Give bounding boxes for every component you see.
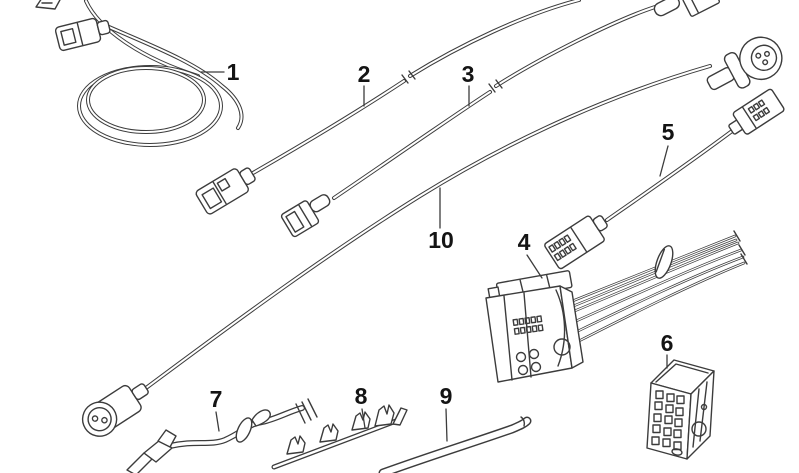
part-label-7: 7: [210, 386, 223, 412]
antenna-plug-icon: [195, 167, 256, 215]
part-3-cable-drawing: [280, 0, 721, 238]
pin-field-icon: [512, 315, 544, 335]
fakra-connector-icon: [81, 383, 149, 437]
plug-ferrule-icon: [653, 0, 681, 17]
leader-lines: [200, 71, 669, 442]
plug-body-icon: [682, 0, 721, 17]
part-labels: 1 2 3 4 5 6 7 8 9 10: [210, 59, 675, 412]
antenna-plug-icon: [54, 17, 111, 52]
part-5-cable-drawing: [544, 88, 785, 270]
leader-line-9: [445, 408, 448, 442]
leader-line-4: [526, 254, 543, 279]
round-plug-icon: [706, 36, 783, 91]
part-label-2: 2: [358, 61, 371, 87]
part-6-connector-block-drawing: [646, 359, 715, 460]
part-label-8: 8: [355, 383, 368, 409]
part-label-5: 5: [662, 119, 675, 145]
part-10-cable-drawing: [81, 36, 783, 437]
multipin-plug-icon: [728, 88, 785, 135]
part-4-connector-harness-drawing: [485, 230, 748, 383]
part-7-terminal-wire-drawing: [126, 398, 318, 473]
part-label-3: 3: [462, 61, 475, 87]
part-1-coiled-cable-drawing: [35, 0, 244, 147]
leader-line-5: [659, 145, 669, 177]
right-angle-plug-icon: [280, 194, 331, 238]
pin-hole-grid-icon: [651, 390, 685, 451]
part-2-cable-drawing: [195, 0, 581, 215]
part-8-terminal-strip-drawing: [271, 404, 408, 470]
connector-fragment-icon: [35, 0, 61, 10]
wire-sleeve-icon: [235, 417, 253, 443]
leader-line-8: [361, 408, 366, 429]
quadlock-body-icon: [485, 285, 573, 383]
multipin-plug-icon: [544, 215, 608, 270]
part-label-10: 10: [428, 227, 454, 253]
part-label-9: 9: [440, 383, 453, 409]
part-label-6: 6: [661, 330, 674, 356]
part-label-4: 4: [518, 229, 531, 255]
leader-line-7: [215, 411, 220, 432]
part-9-cable-drawing: [378, 416, 532, 473]
part-label-1: 1: [227, 59, 240, 85]
harness-band-icon: [654, 245, 674, 279]
